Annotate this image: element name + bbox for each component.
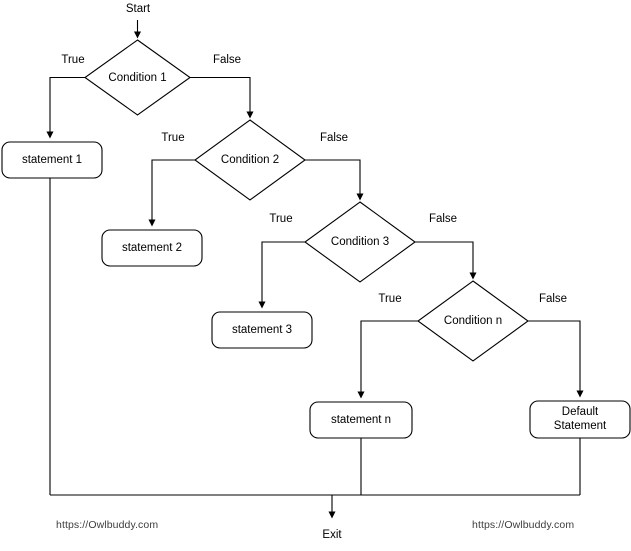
process-statement-n-shape xyxy=(309,401,413,439)
edge-condition-3-true xyxy=(258,241,305,309)
edge-condition-2-false xyxy=(305,159,364,201)
branch-label-true-condition-3: True xyxy=(269,213,293,225)
decision-condition-3-shape xyxy=(304,201,416,283)
decision-condition-2-shape xyxy=(194,119,306,201)
edge-condition-1-false xyxy=(190,76,254,119)
watermark-left: https://Owlbuddy.com xyxy=(56,519,159,531)
process-statement-2-shape xyxy=(101,229,203,267)
branch-label-false-condition-3: False xyxy=(428,213,458,225)
decision-condition-n-shape xyxy=(417,280,529,362)
branch-label-false-condition-1: False xyxy=(212,54,242,66)
edge-condition-1-true xyxy=(46,76,85,139)
process-default-statement-shape xyxy=(529,400,631,439)
branch-label-true-condition-2: True xyxy=(161,132,185,144)
edge-condition-3-false xyxy=(415,241,477,280)
edge-condition-2-true xyxy=(148,159,195,227)
watermark-right: https://Owlbuddy.com xyxy=(472,519,575,531)
branch-label-true-condition-n: True xyxy=(378,293,402,305)
edge-condition-n-false xyxy=(528,320,584,398)
exit-label: Exit xyxy=(322,529,342,541)
process-statement-1-shape xyxy=(1,141,103,179)
branch-label-true-condition-1: True xyxy=(61,54,85,66)
process-statement-3-shape xyxy=(211,311,313,349)
decision-condition-1-shape xyxy=(84,39,191,116)
start-label: Start xyxy=(125,3,151,15)
branch-label-false-condition-n: False xyxy=(538,293,568,305)
branch-label-false-condition-2: False xyxy=(319,132,349,144)
edge-condition-n-true xyxy=(357,320,418,399)
